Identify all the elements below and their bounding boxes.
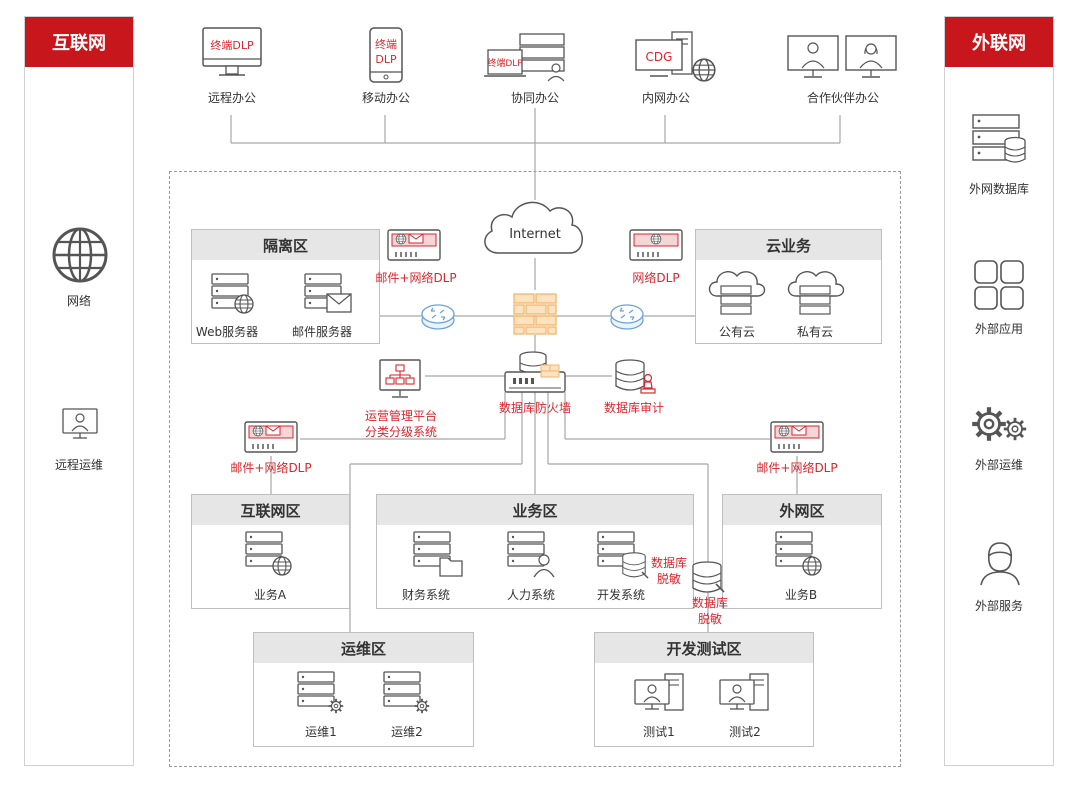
business-mask-label-2: 脱敏 (656, 572, 682, 586)
cloud-icon: Internet (484, 201, 583, 254)
zone-devtest: 开发测试区 (594, 632, 814, 747)
left-panel-title: 互联网 (25, 17, 133, 67)
ops2-server-icon (383, 671, 431, 715)
ops-platform-label-2: 分类分级系统 (364, 425, 438, 439)
left-item-network: 网络 (66, 294, 92, 308)
cloud-dlp-label: 网络DLP (632, 271, 680, 285)
business-mask-label-1: 数据库 (650, 556, 688, 570)
remote-dlp-text: 终端DLP (210, 38, 254, 52)
left-panel: 互联网 网络 远程运维 (24, 16, 134, 766)
floating-mask-label-1: 数据库 (691, 596, 729, 610)
router-right-icon (610, 304, 644, 330)
web-server-icon (211, 273, 254, 314)
right-item-ext-app: 外部应用 (974, 322, 1024, 336)
endpoint-mobile-office: 移动办公 (361, 91, 411, 105)
intranet-cdg-text: CDG (646, 50, 673, 64)
test1-workstation-icon (634, 673, 684, 711)
business-item-dev: 开发系统 (596, 588, 646, 602)
firewall-icon (513, 293, 557, 335)
globe-icon (52, 227, 108, 283)
database-firewall-label: 数据库防火墙 (498, 401, 572, 415)
isolation-dlp-label: 邮件+网络DLP (375, 271, 457, 285)
devtest-item-2: 测试2 (729, 725, 761, 739)
right-panel: 外联网 外网数据库 外部应用 外部运维 外部服务 (944, 16, 1054, 766)
app-grid-icon (974, 260, 1024, 310)
desktop-globe-icon: CDG (635, 31, 716, 82)
right-item-ext-db: 外网数据库 (968, 182, 1030, 196)
monitor-icon: 终端DLP (202, 27, 262, 76)
finance-server-icon (413, 531, 463, 577)
left-item-remote-ops: 远程运维 (54, 458, 104, 472)
left-mail-network-dlp-icon (244, 421, 298, 453)
cloud-item-private: 私有云 (796, 325, 834, 339)
zone-cloud-title: 云业务 (696, 230, 881, 260)
right-panel-title: 外联网 (945, 17, 1053, 67)
server-database-icon (972, 114, 1026, 163)
mail-server-icon (304, 273, 352, 313)
isolation-item-mail: 邮件服务器 (291, 325, 353, 339)
endpoint-intranet-office: 内网办公 (641, 91, 691, 105)
person-icon (980, 542, 1020, 586)
isolation-item-web: Web服务器 (195, 325, 259, 339)
endpoint-partner-office: 合作伙伴办公 (806, 91, 880, 105)
right-dlp-label: 邮件+网络DLP (756, 461, 838, 475)
network-dlp-icon (629, 229, 683, 261)
ops-item-1: 运维1 (305, 725, 337, 739)
mobile-dlp-text-1: 终端 (375, 37, 397, 51)
endpoint-remote-office: 远程办公 (207, 91, 257, 105)
devtest-item-1: 测试1 (643, 725, 675, 739)
business-a-server-icon (245, 531, 292, 576)
business-b-server-icon (775, 531, 822, 576)
right-mail-network-dlp-icon (770, 421, 824, 453)
zone-business-title: 业务区 (377, 495, 693, 525)
right-item-ext-ops: 外部运维 (974, 458, 1024, 472)
laptop-server-icon: 终端DLP (484, 33, 565, 82)
zone-ops-title: 运维区 (254, 633, 473, 663)
public-cloud-icon (708, 271, 766, 315)
zone-isolation-title: 隔离区 (192, 230, 379, 260)
mail-network-dlp-icon (387, 229, 441, 261)
left-dlp-label: 邮件+网络DLP (230, 461, 312, 475)
private-cloud-icon (787, 271, 845, 315)
test2-workstation-icon (719, 673, 769, 711)
ops-platform-label-1: 运营管理平台 (364, 409, 438, 423)
zone-internet-title: 互联网区 (192, 495, 349, 525)
right-item-ext-service: 外部服务 (974, 599, 1024, 613)
business-item-finance: 财务系统 (401, 588, 451, 602)
extranet-zone-item-b: 业务B (784, 588, 818, 602)
partners-icon (787, 35, 897, 78)
ops-platform-icon (379, 359, 421, 398)
internet-label: Internet (509, 227, 561, 242)
dev-server-icon (597, 531, 649, 579)
zone-devtest-title: 开发测试区 (595, 633, 813, 663)
zone-ops: 运维区 (253, 632, 474, 747)
ops-item-2: 运维2 (391, 725, 423, 739)
zone-extranet-title: 外网区 (723, 495, 881, 525)
mobile-dlp-text-2: DLP (375, 53, 397, 66)
hr-server-icon (507, 531, 555, 578)
database-audit-label: 数据库审计 (603, 401, 665, 415)
floating-db-mask-icon (692, 561, 725, 593)
ops1-server-icon (297, 671, 345, 715)
router-left-icon (421, 304, 455, 330)
business-item-hr: 人力系统 (506, 588, 556, 602)
database-firewall-icon (504, 351, 566, 393)
collab-dlp-text: 终端DLP (487, 57, 523, 69)
floating-mask-label-2: 脱敏 (697, 612, 723, 626)
database-audit-icon (615, 359, 656, 394)
internet-zone-item-a: 业务A (253, 588, 287, 602)
cloud-item-public: 公有云 (718, 325, 756, 339)
enterprise-boundary (169, 171, 901, 767)
mobile-icon: 终端 DLP (369, 27, 403, 83)
endpoint-collab-office: 协同办公 (510, 91, 560, 105)
